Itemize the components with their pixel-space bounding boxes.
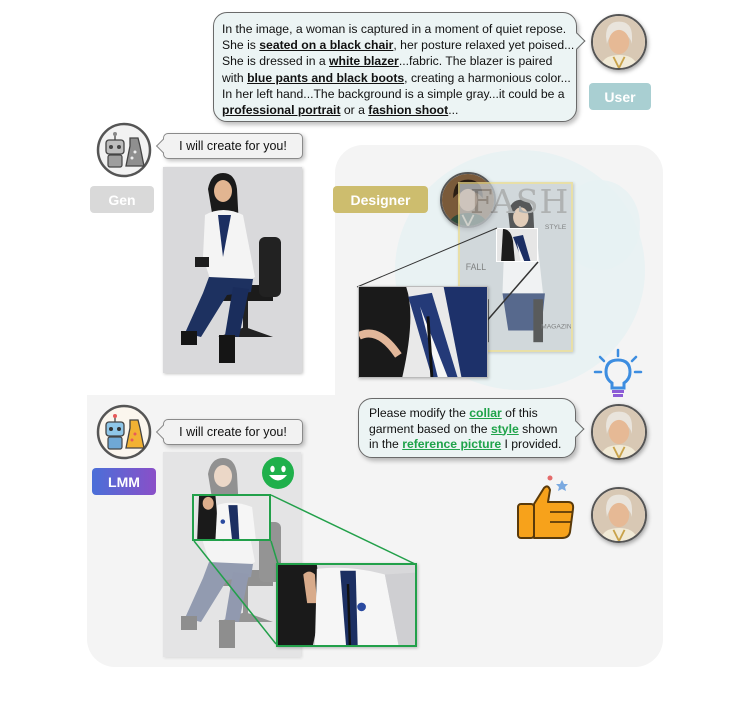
- prompt-line: She is dressed in a white blazer...fabri…: [222, 53, 568, 69]
- user-face-icon: [593, 489, 645, 541]
- user-tag: User: [589, 83, 651, 110]
- lmm-tag: LMM: [92, 468, 156, 495]
- prompt-text: ...fabric. The blazer is paired: [398, 54, 553, 69]
- magazine-collar-highlight: [496, 228, 538, 262]
- thumbs-up-icon: [514, 474, 580, 544]
- user-avatar: [591, 14, 647, 70]
- modify-text-segment: garment based on the: [369, 421, 491, 436]
- modify-text-segment: I provided.: [501, 437, 562, 451]
- designer-tag: Designer: [333, 186, 428, 213]
- modify-text-segment: Please modify the: [369, 406, 470, 420]
- collar-zoom-photo: [358, 286, 488, 378]
- prompt-line: professional portrait or a fashion shoot…: [222, 102, 568, 118]
- lmm-reply-bubble: I will create for you!: [155, 419, 303, 445]
- prompt-text: She is: [222, 38, 260, 53]
- prompt-line: In the image, a woman is captured in a m…: [222, 21, 568, 37]
- prompt-text: , her posture relaxed yet poised...: [393, 38, 575, 53]
- designer-cloud-small: [560, 180, 640, 270]
- bubble-tail: [155, 138, 171, 154]
- user-avatar-modify: [591, 404, 647, 460]
- user-face-icon: [593, 406, 645, 458]
- prompt-text: ...: [448, 103, 459, 118]
- prompt-line: She is seated on a black chair, her post…: [222, 37, 574, 53]
- user-prompt-bubble: In the image, a woman is captured in a m…: [213, 12, 586, 122]
- prompt-text: , creating a harmonious color...: [404, 70, 571, 85]
- lmm-collar-highlight: [192, 494, 271, 541]
- prompt-text: or a: [340, 103, 369, 118]
- smiley-face-icon: [261, 456, 295, 490]
- prompt-text: In the image, a woman is captured in a m…: [222, 22, 567, 36]
- prompt-text: In her left hand...The background is a s…: [222, 86, 565, 101]
- prompt-keyword: blue pants and black boots: [247, 70, 405, 85]
- prompt-line: with blue pants and black boots, creatin…: [222, 70, 571, 86]
- modify-keyword: style: [490, 421, 519, 436]
- modify-keyword: reference picture: [402, 437, 502, 451]
- robot-with-dress-icon: [96, 122, 152, 178]
- prompt-keyword: fashion shoot: [368, 103, 449, 118]
- prompt-text: She is dressed in a: [222, 54, 330, 69]
- gen-tag: Gen: [90, 186, 154, 213]
- user-face-icon: [593, 16, 645, 68]
- lmm-zoom-lines: [193, 494, 416, 645]
- modify-request-bubble: Please modify the collar of this garment …: [358, 398, 585, 458]
- lmm-reply-text: I will create for you!: [179, 425, 287, 439]
- user-avatar-approve: [591, 487, 647, 543]
- gen-reply-bubble: I will create for you!: [155, 133, 303, 159]
- gen-output-photo: [163, 167, 302, 373]
- svg-text:MAGAZINE: MAGAZINE: [541, 323, 571, 330]
- modify-text-segment: shown: [518, 421, 558, 436]
- prompt-line: In her left hand...The background is a s…: [222, 86, 568, 102]
- lmm-collar-zoom-photo: [276, 563, 417, 647]
- magazine-title: FASHION: [470, 182, 571, 221]
- modify-text-segment: in the: [369, 437, 403, 451]
- robot-with-dress-color-icon: [96, 404, 152, 460]
- prompt-keyword: seated on a black chair: [259, 38, 394, 53]
- user-prompt-text: In the image, a woman is captured in a m…: [222, 21, 574, 118]
- prompt-keyword: professional portrait: [222, 103, 341, 118]
- designer-zoom-lines: [356, 227, 539, 324]
- modify-keyword: collar: [469, 406, 502, 420]
- modify-request-text: Please modify the collar of this garment …: [369, 406, 565, 453]
- prompt-text: with: [222, 70, 248, 85]
- lightbulb-icon: [592, 348, 644, 400]
- svg-text:STYLE: STYLE: [545, 224, 567, 231]
- svg-text:FALL: FALL: [466, 262, 486, 272]
- gen-reply-text: I will create for you!: [179, 139, 287, 153]
- modify-text-segment: of this: [501, 406, 538, 420]
- prompt-keyword: white blazer: [329, 54, 399, 69]
